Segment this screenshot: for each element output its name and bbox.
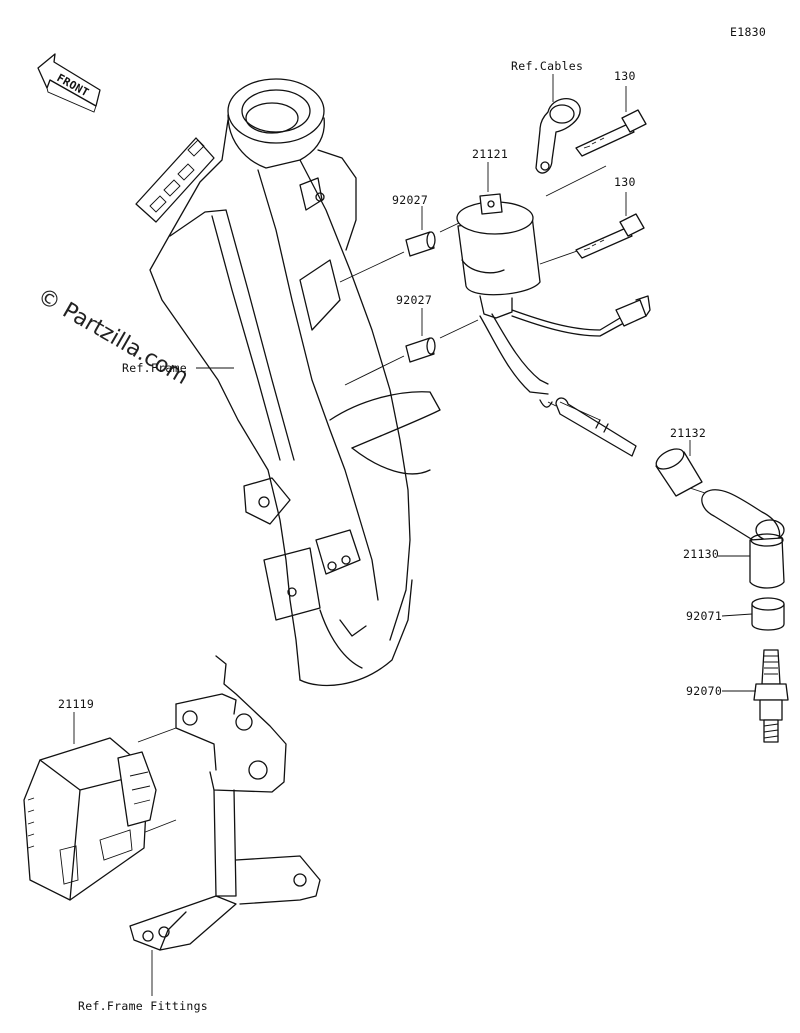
part-label-21119[interactable]: 21119 bbox=[58, 697, 94, 711]
ignition-coil bbox=[456, 193, 651, 408]
cap-end-21132 bbox=[655, 448, 703, 497]
spacer-upper bbox=[405, 231, 436, 257]
bolt-lower bbox=[575, 213, 645, 259]
front-arrow-icon: FRONT bbox=[37, 53, 101, 113]
part-label-130-lower[interactable]: 130 bbox=[614, 175, 636, 189]
part-label-92070[interactable]: 92070 bbox=[686, 684, 722, 698]
part-label-21121[interactable]: 21121 bbox=[472, 147, 508, 161]
cable-clamp bbox=[535, 98, 581, 174]
part-label-92071[interactable]: 92071 bbox=[686, 609, 722, 623]
ref-cables-label: Ref.Cables bbox=[511, 59, 583, 73]
ref-frame-label: Ref.Frame bbox=[122, 361, 187, 375]
explode-lines bbox=[129, 165, 709, 839]
diagram-code: E1830 bbox=[730, 25, 766, 39]
bolt-upper bbox=[575, 109, 647, 157]
part-label-92027-lower[interactable]: 92027 bbox=[396, 293, 432, 307]
igniter-21119 bbox=[23, 737, 157, 901]
part-label-130-upper[interactable]: 130 bbox=[614, 69, 636, 83]
spark-plug-92070 bbox=[753, 649, 789, 743]
frame-fittings-bracket bbox=[129, 655, 321, 951]
plug-cap-21130 bbox=[701, 489, 785, 589]
spacer-lower bbox=[405, 337, 436, 363]
part-label-21130[interactable]: 21130 bbox=[683, 547, 719, 561]
ref-frame-fittings-label: Ref.Frame Fittings bbox=[78, 999, 208, 1013]
part-label-21132[interactable]: 21132 bbox=[670, 426, 706, 440]
ht-lead-end bbox=[555, 397, 637, 457]
seal-92071 bbox=[751, 597, 785, 631]
part-label-92027-upper[interactable]: 92027 bbox=[392, 193, 428, 207]
main-frame bbox=[135, 78, 441, 687]
